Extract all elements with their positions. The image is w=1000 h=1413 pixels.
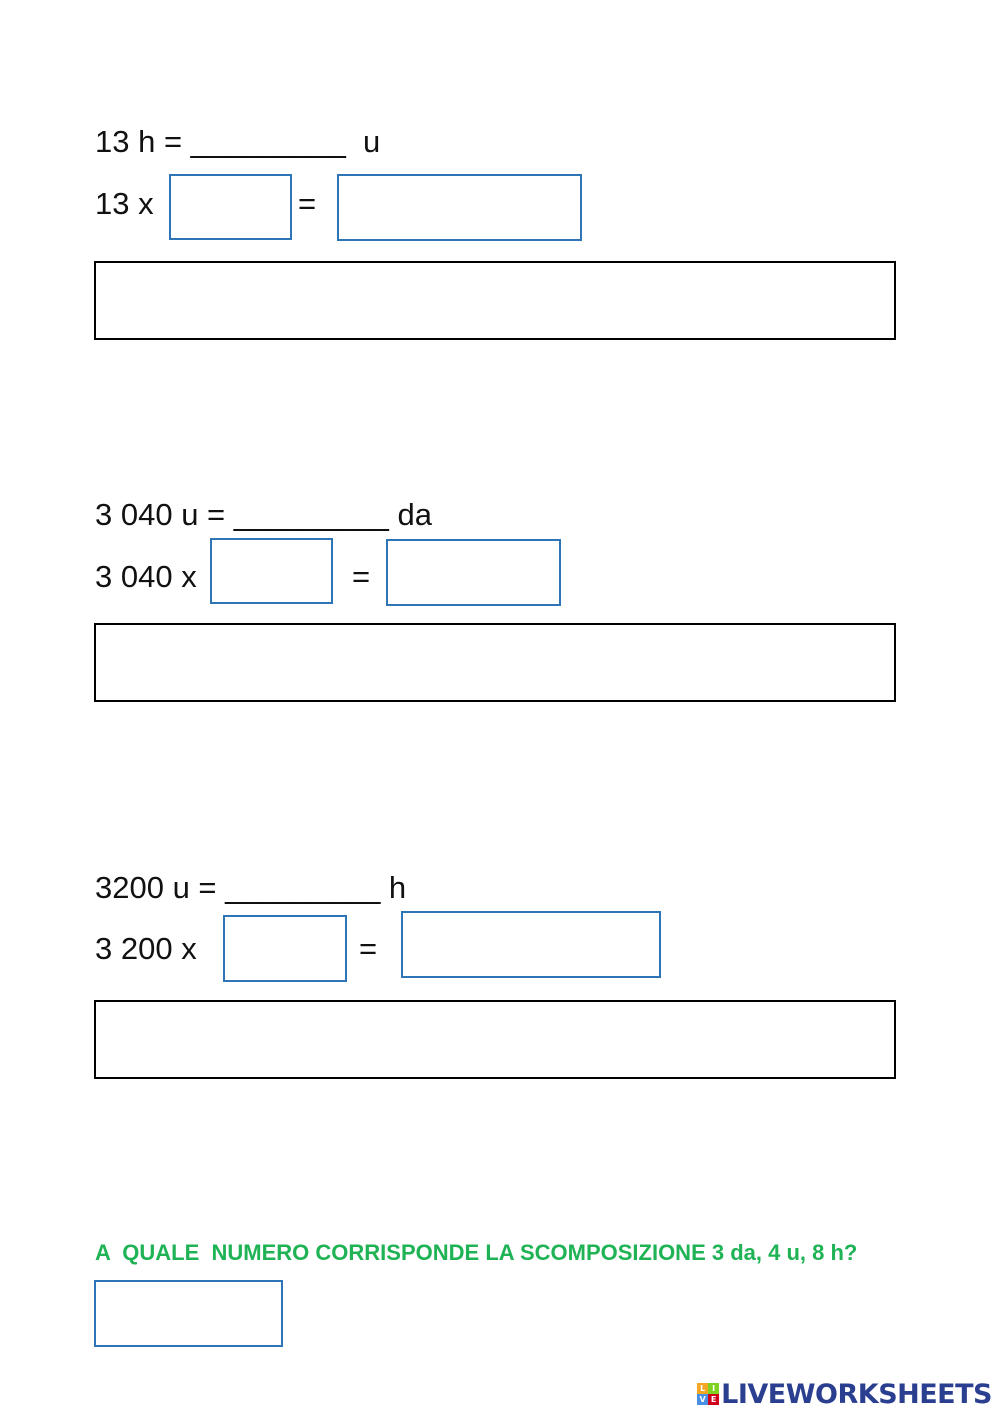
exercise-2-multiplication-label: 3 040 x — [95, 559, 197, 594]
decomposition-question: A QUALE NUMERO CORRISPONDE LA SCOMPOSIZI… — [95, 1240, 858, 1265]
exercise-3-result-input[interactable] — [401, 911, 661, 978]
exercise-1-multiplier-input[interactable] — [169, 174, 292, 240]
logo-letter-i: I — [708, 1383, 720, 1394]
logo-letter-v: V — [697, 1394, 709, 1405]
exercise-1-equals-sign: = — [298, 186, 317, 221]
logo-letter-e: E — [708, 1394, 720, 1405]
exercise-3-multiplication-label: 3 200 x — [95, 931, 197, 966]
liveworksheets-logo-icon: L I V E — [697, 1383, 720, 1405]
exercise-2-answer-box[interactable] — [94, 623, 896, 702]
exercise-1-equation: 13 h = _________ u — [95, 124, 381, 159]
exercise-1-multiplication-label: 13 x — [95, 186, 154, 221]
exercise-1-answer-box[interactable] — [94, 261, 896, 340]
decomposition-answer-input[interactable] — [94, 1280, 283, 1347]
liveworksheets-wordmark: LIVEWORKSHEETS — [721, 1378, 992, 1410]
exercise-2-multiplier-input[interactable] — [210, 538, 333, 604]
exercise-1-result-input[interactable] — [337, 174, 582, 241]
exercise-3-equals-sign: = — [359, 931, 378, 966]
exercise-2-result-input[interactable] — [386, 539, 561, 606]
exercise-3-equation: 3200 u = _________ h — [95, 870, 407, 905]
exercise-3-multiplier-input[interactable] — [223, 915, 347, 982]
exercise-2-equation: 3 040 u = _________ da — [95, 497, 433, 532]
liveworksheets-logo: L I V E LIVEWORKSHEETS — [697, 1377, 992, 1411]
exercise-2-equals-sign: = — [352, 559, 371, 594]
logo-letter-l: L — [697, 1383, 709, 1394]
exercise-3-answer-box[interactable] — [94, 1000, 896, 1079]
